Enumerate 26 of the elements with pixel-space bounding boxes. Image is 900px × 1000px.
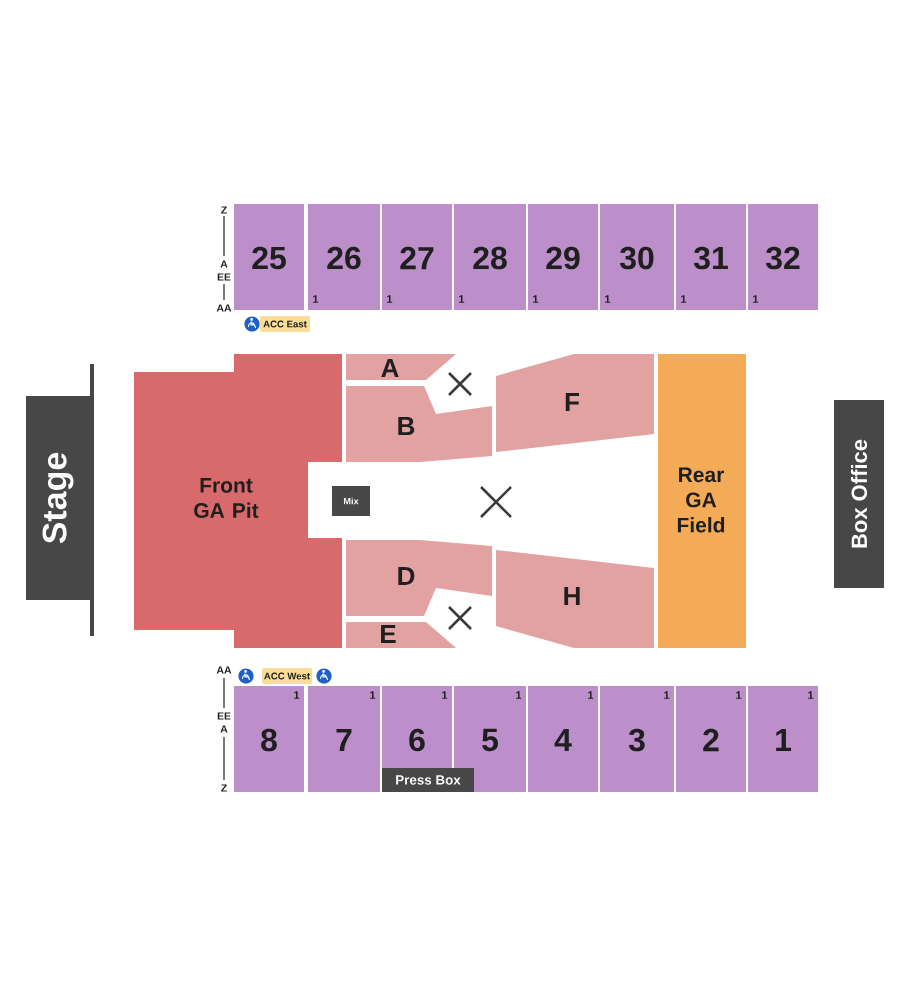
node-label: 26: [327, 246, 361, 270]
seating-section: B: [346, 386, 492, 462]
node-label: 29: [546, 246, 580, 270]
pit-area: Front GA Pit: [134, 354, 342, 648]
stage-block: Stage: [26, 396, 90, 600]
node-label: 27: [400, 246, 434, 270]
seating-section: D: [346, 540, 492, 616]
seating-section: 25: [234, 204, 304, 310]
node-label: 5: [482, 728, 499, 752]
node-label: 1: [776, 729, 792, 752]
seating-section: A: [346, 354, 456, 380]
node-label: 28: [473, 246, 507, 270]
seating-section: E: [346, 622, 456, 648]
node-label: 4: [554, 729, 572, 752]
node-label: 3: [628, 728, 645, 752]
node-label: 7: [336, 729, 352, 752]
node-label: 31: [693, 246, 728, 270]
field-area: Rear GA Field: [658, 354, 746, 648]
node-label: 6: [409, 728, 425, 752]
node-label: Stage: [42, 452, 74, 544]
node-label: 32: [765, 246, 800, 270]
box-office-block: Box Office: [834, 400, 884, 588]
node-label: 30: [619, 246, 654, 270]
seating-section: F: [496, 354, 654, 452]
seating-section: H: [496, 550, 654, 648]
node-label: 2: [703, 728, 719, 752]
